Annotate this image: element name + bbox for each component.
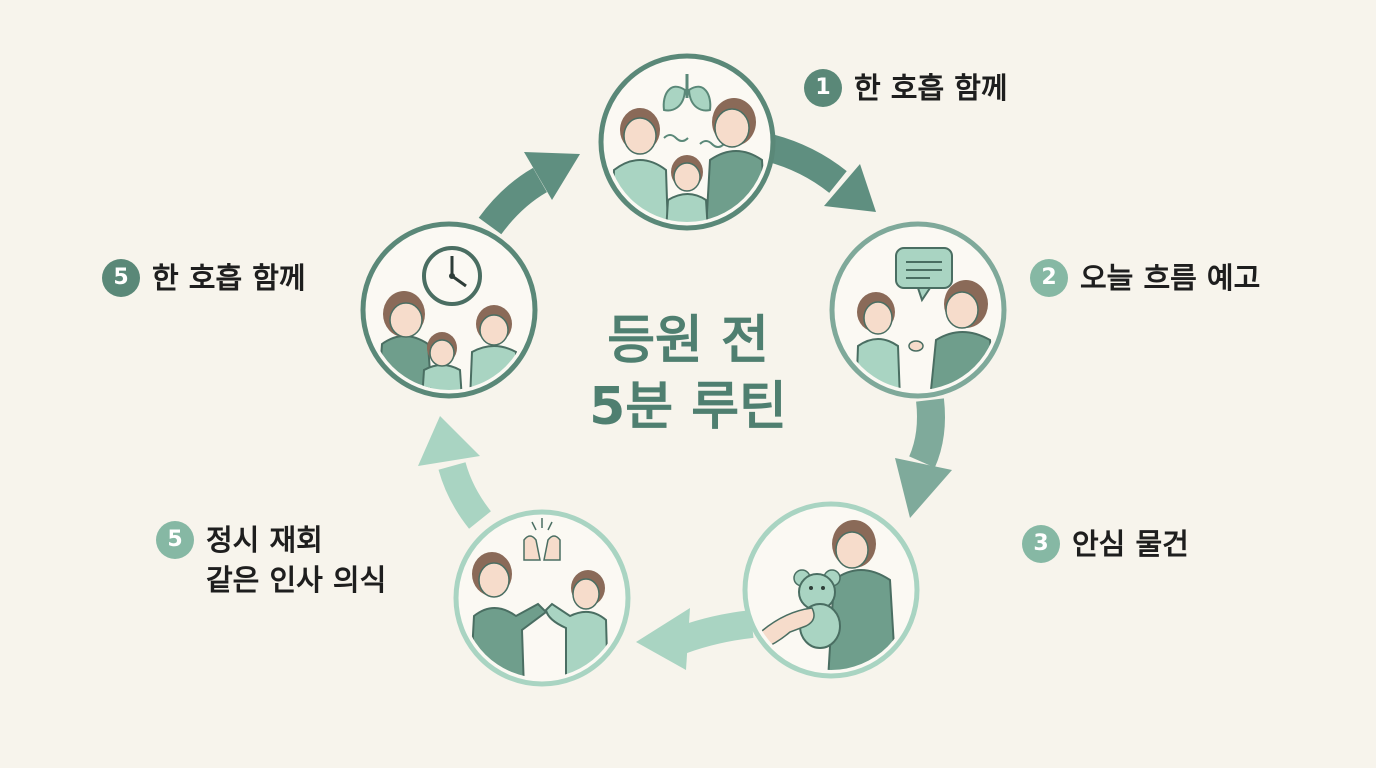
step-1-text: 한 호흡 함께 [854, 71, 1008, 105]
step-3-illustration [742, 501, 920, 679]
step-2-illustration [829, 221, 1007, 399]
arrow-5-to-1 [478, 152, 580, 235]
child-boy-figure [420, 332, 464, 390]
step-4-label: 5 정시 재회 같은 인사 의식 [156, 520, 386, 600]
speech-bubble-icon [895, 247, 953, 303]
center-title-line-2: 5분 루틴 [589, 377, 787, 437]
step-2-text: 오늘 흐름 예고 [1080, 261, 1261, 295]
arrow-3-to-4 [636, 608, 754, 670]
step-1-number-badge: 1 [804, 69, 842, 107]
step-3-text: 안심 물건 [1072, 527, 1189, 561]
step-4-number-badge: 5 [156, 521, 194, 559]
step-4-text: 정시 재회 같은 인사 의식 [206, 523, 387, 597]
arrow-1-to-2 [766, 134, 876, 212]
step-2-number-badge: 2 [1030, 259, 1068, 297]
step-2-label: 2 오늘 흐름 예고 [1030, 258, 1260, 298]
step-3-number-badge: 3 [1022, 525, 1060, 563]
arrow-2-to-3 [895, 398, 952, 518]
step-5-text: 한 호흡 함께 [152, 261, 306, 295]
child-figure [664, 155, 710, 222]
clock-icon [422, 246, 482, 306]
center-title-line-1: 등원 전 [607, 311, 769, 371]
step-1-label: 1 한 호흡 함께 [804, 68, 1008, 108]
step-4-illustration [453, 509, 631, 687]
lungs-icon [662, 74, 712, 112]
center-title: 등원 전 5분 루틴 [538, 308, 838, 440]
breath-swirl-icon [663, 134, 725, 148]
arrow-4-to-5 [418, 416, 492, 529]
parent-figure [826, 520, 898, 670]
step-1-illustration [598, 53, 776, 231]
step-5-illustration [360, 221, 538, 399]
high-five-icon [523, 518, 561, 561]
cycle-arrows [418, 134, 952, 670]
step-5-label: 5 한 호흡 함께 [102, 258, 306, 298]
step-5-number-badge: 5 [102, 259, 140, 297]
step-3-label: 3 안심 물건 [1022, 524, 1189, 564]
